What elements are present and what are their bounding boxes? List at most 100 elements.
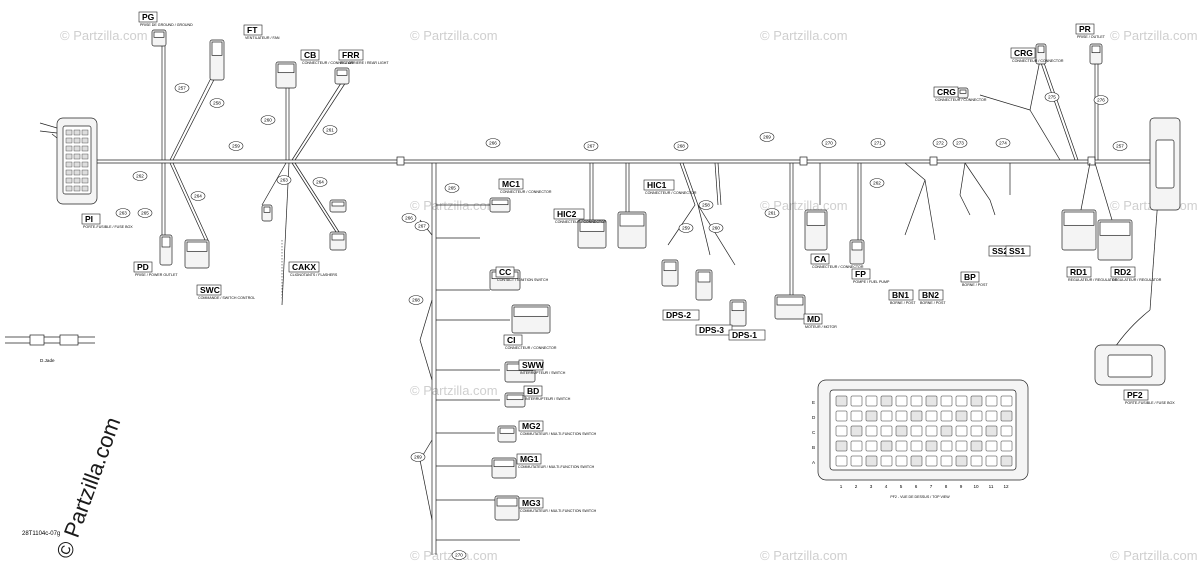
connector-body bbox=[334, 67, 350, 85]
fuse-slot bbox=[73, 177, 81, 184]
fuse-column-label: 5 bbox=[900, 484, 903, 489]
fuse-slot bbox=[81, 161, 89, 168]
fuse-slot bbox=[73, 185, 81, 192]
fuse-slot bbox=[895, 425, 908, 437]
connector-description: CONTACT / IGNITION SWITCH bbox=[497, 278, 549, 282]
watermark-text: © Partzilla.com bbox=[1110, 28, 1198, 43]
fuse-slot bbox=[1000, 395, 1013, 407]
fuse-slot bbox=[73, 169, 81, 176]
connector-code: RD2 bbox=[1114, 267, 1131, 277]
connector-description: INTERRUPTEUR / SWITCH bbox=[520, 371, 566, 375]
fuse-slot bbox=[835, 455, 848, 467]
connector-code: CAKX bbox=[292, 262, 316, 272]
wire-number: 259 bbox=[682, 226, 690, 231]
wire-number-bubble: 270 bbox=[451, 550, 467, 560]
connector-code: SWC bbox=[200, 285, 220, 295]
wire-number-bubble: 272 bbox=[932, 138, 948, 148]
fuse-slot bbox=[850, 410, 863, 422]
connector-description: BORNE / POST bbox=[962, 283, 988, 287]
wire-number-bubble: 265 bbox=[137, 208, 153, 218]
wire-number: 265 bbox=[448, 186, 456, 191]
wire-number-bubble: 261 bbox=[322, 125, 338, 135]
fuse-slot bbox=[1000, 455, 1013, 467]
watermark-text: © Partzilla.com bbox=[760, 198, 848, 213]
fuse-slot bbox=[910, 440, 923, 452]
wire-number-bubble: 267 bbox=[583, 141, 599, 151]
connector-body bbox=[159, 234, 173, 266]
connector-code: HIC1 bbox=[647, 180, 667, 190]
connector-code: DPS-3 bbox=[699, 325, 724, 335]
connector-code: CI bbox=[507, 335, 516, 345]
left-branches bbox=[161, 45, 347, 306]
connector-body bbox=[209, 39, 225, 81]
connector-description: PRISE / OUTLET bbox=[1077, 35, 1106, 39]
wire-number-bubble: 270 bbox=[821, 138, 837, 148]
connector-body bbox=[695, 269, 713, 301]
connector-description: COMMANDE / SWITCH CONTROL bbox=[198, 296, 255, 300]
connector-code: PD bbox=[137, 262, 149, 272]
wire-number: 273 bbox=[956, 141, 964, 146]
fuse-slot bbox=[65, 137, 73, 144]
fuse-column-label: 4 bbox=[885, 484, 888, 489]
connector-body bbox=[617, 211, 647, 249]
connector-body bbox=[275, 61, 297, 89]
connector-body bbox=[1097, 219, 1133, 261]
connector-description: COMMUTATEUR / MULTI-FUNCTION SWITCH bbox=[518, 465, 595, 469]
fuse-box-pi bbox=[39, 117, 98, 205]
fuse-column-label: 9 bbox=[960, 484, 963, 489]
fuse-slot bbox=[880, 410, 893, 422]
fuse-slot bbox=[65, 129, 73, 136]
connector-body bbox=[774, 294, 806, 320]
fuse-slot bbox=[880, 395, 893, 407]
connector-label-ss1: SS1 bbox=[1005, 245, 1031, 257]
fuse-slot bbox=[925, 410, 938, 422]
fuse-slot bbox=[850, 440, 863, 452]
connector-description: FEU ARRIERE / REAR LIGHT bbox=[340, 61, 389, 65]
connector-description: CONNECTEUR / CONNECTOR bbox=[1012, 59, 1064, 63]
fuse-column-label: 2 bbox=[855, 484, 858, 489]
wire-number: 270 bbox=[455, 553, 463, 558]
connector-body bbox=[504, 392, 526, 408]
fuse-slot bbox=[940, 455, 953, 467]
wire-number-bubble: 258 bbox=[698, 200, 714, 210]
connector-body bbox=[489, 197, 511, 213]
connector-label-dps-3: DPS-3 bbox=[695, 324, 733, 336]
fuse-row-label: D bbox=[812, 415, 816, 420]
fuse-column-label: 11 bbox=[989, 484, 994, 489]
wire-number: 260 bbox=[712, 226, 720, 231]
wire-number: 268 bbox=[677, 144, 685, 149]
watermark-text: © Partzilla.com bbox=[410, 383, 498, 398]
connector-parts bbox=[151, 29, 1133, 521]
connector-label-dps-2: DPS-2 bbox=[662, 309, 700, 321]
connector-description: CONNECTEUR / CONNECTOR bbox=[555, 220, 607, 224]
fuse-slot bbox=[81, 177, 89, 184]
fuse-slot bbox=[955, 455, 968, 467]
connector-description: PORTE-FUSIBLE / FUSE BOX bbox=[83, 225, 133, 229]
wire-number: 275 bbox=[1048, 95, 1056, 100]
watermark-text: © Partzilla.com bbox=[760, 548, 848, 563]
wire-number-bubble: 276 bbox=[1093, 95, 1109, 105]
connector-body bbox=[261, 204, 273, 222]
connector-description: POMPE / FUEL PUMP bbox=[853, 280, 890, 284]
connector-code: PG bbox=[142, 12, 155, 22]
fuse-slot bbox=[955, 410, 968, 422]
fuse-slot bbox=[985, 425, 998, 437]
fuse-slot bbox=[1000, 440, 1013, 452]
fuse-slot bbox=[73, 153, 81, 160]
wire-number: 276 bbox=[1097, 98, 1105, 103]
fuse-slot bbox=[970, 425, 983, 437]
wire-number-bubble: 265 bbox=[444, 183, 460, 193]
wire-number-bubble: 262 bbox=[132, 171, 148, 181]
connector-description: REGULATEUR / REGULATOR bbox=[1068, 278, 1118, 282]
wire-number-bubble: 260 bbox=[708, 223, 724, 233]
fuse-slot bbox=[940, 440, 953, 452]
fuse-slot bbox=[73, 137, 81, 144]
fuse-slot bbox=[910, 455, 923, 467]
